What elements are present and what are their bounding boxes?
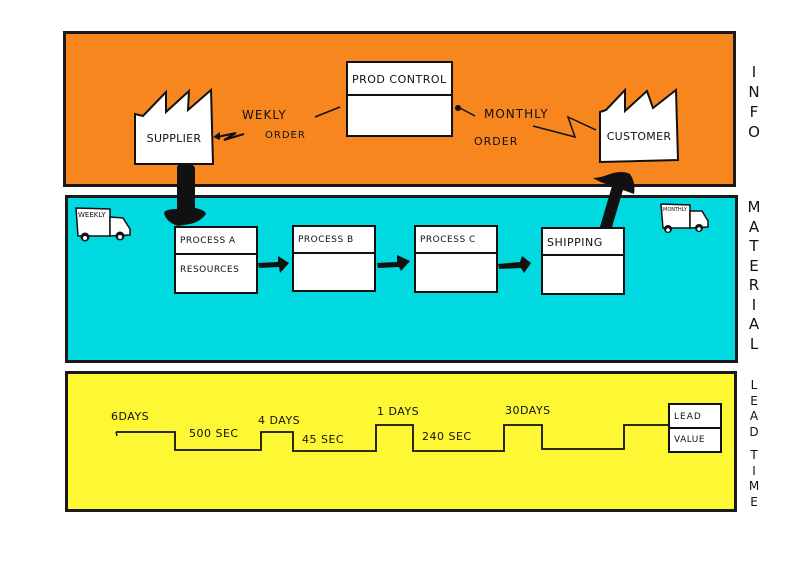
side-letter: A <box>748 217 760 236</box>
side-letter: E <box>750 393 758 408</box>
process-title: PROCESS A <box>176 228 256 255</box>
side-letter: N <box>748 83 760 101</box>
process-title: PROCESS B <box>294 227 374 254</box>
shipping-box: SHIPPING <box>541 227 625 295</box>
side-letter: M <box>747 198 761 216</box>
process-data: RESOURCES <box>180 265 240 275</box>
process-box: PROCESS B <box>292 225 376 292</box>
shipping-to-customer-arrow <box>593 172 635 227</box>
process-title: PROCESS C <box>416 227 496 254</box>
wait-time-label: 1 DAYS <box>377 405 420 418</box>
lead-time-total: LEAD <box>670 405 720 429</box>
wait-time-label: 30DAYS <box>505 404 551 417</box>
lead-time-band <box>65 371 737 512</box>
factory-icon <box>134 88 215 165</box>
wait-time-label: 6DAYS <box>111 410 150 423</box>
customer-order-label: ORDER <box>474 135 519 148</box>
side-letter: O <box>748 123 760 141</box>
customer-factory: CUSTOMER <box>598 86 680 164</box>
process-arrow-a-b <box>258 256 289 273</box>
info-arrow-supplier <box>213 106 341 141</box>
customer-order-frequency: MONTHLY <box>484 107 549 121</box>
truck-icon <box>660 203 709 233</box>
process-time-label: 45 SEC <box>302 433 345 446</box>
process-arrow-c-ship <box>498 256 531 273</box>
side-letter: I <box>751 63 757 81</box>
process-box: PROCESS A RESOURCES <box>174 226 258 294</box>
supplier-order-label: ORDER <box>265 130 306 141</box>
process-time-label: 240 SEC <box>422 430 472 443</box>
side-letter: L <box>750 378 758 392</box>
wait-time-label: 4 DAYS <box>258 414 301 427</box>
side-letter: E <box>749 256 759 275</box>
factory-icon <box>599 87 680 164</box>
side-letter: A <box>749 409 759 423</box>
side-letter: F <box>749 103 759 121</box>
customer-label: CUSTOMER <box>606 130 672 143</box>
truck-icon <box>75 207 131 242</box>
lead-value-summary-box: LEAD VALUE <box>668 403 722 453</box>
lead-time-ladder <box>116 424 668 452</box>
side-letter: T <box>749 237 759 255</box>
production-control-box: PROD CONTROL <box>346 61 453 137</box>
side-letter: I <box>752 463 756 478</box>
monthly-truck: MONTHLY <box>659 201 711 235</box>
side-letter: I <box>751 295 757 314</box>
side-letter: A <box>748 315 760 333</box>
supplier-label: SUPPLIER <box>146 132 202 145</box>
production-control-title: PROD CONTROL <box>348 63 451 96</box>
supplier-push-arrow <box>164 163 206 226</box>
process-arrow-b-c <box>377 255 410 271</box>
side-label-info: I N F O <box>744 62 764 142</box>
weekly-truck-label: WEEKLY <box>78 211 106 219</box>
side-letter: D <box>749 424 759 439</box>
side-letter: T <box>750 448 758 462</box>
process-box: PROCESS C <box>414 225 498 293</box>
side-letter: E <box>750 494 758 509</box>
side-letter: L <box>749 334 759 353</box>
info-arrow-customer <box>455 105 597 139</box>
process-title: SHIPPING <box>543 229 623 256</box>
monthly-truck-label: MONTHLY <box>663 207 687 213</box>
weekly-truck: WEEKLY <box>74 205 134 243</box>
side-label-lead-time: L E A D T I M E <box>744 378 764 510</box>
value-added-total: VALUE <box>674 435 706 445</box>
side-letter: R <box>748 276 760 294</box>
side-letter: M <box>748 479 760 493</box>
supplier-order-frequency: WEKLY <box>242 108 287 122</box>
supplier-factory: SUPPLIER <box>133 88 215 166</box>
side-label-material: M A T E R I A L <box>744 198 764 354</box>
process-time-label: 500 SEC <box>189 427 239 440</box>
